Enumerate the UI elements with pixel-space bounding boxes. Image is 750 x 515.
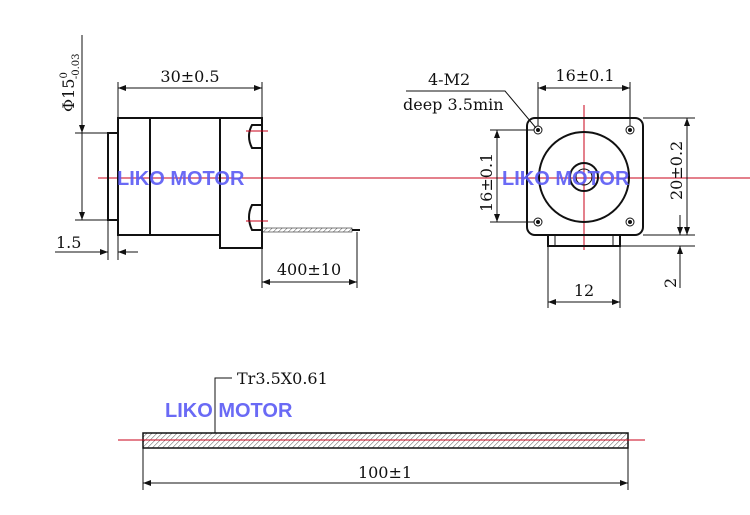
- hole-leader: [406, 90, 537, 129]
- motor-circle: [538, 131, 630, 223]
- connector: [547, 234, 621, 247]
- hole-label: 4-M2: [428, 70, 470, 89]
- boss-dim-label: 1.5: [56, 233, 81, 252]
- thread-label: Tr3.5X0.61: [237, 369, 328, 388]
- diameter-dim-label: Φ150-0.03: [59, 53, 82, 112]
- rear-slots: [248, 124, 262, 231]
- flange-dim-label: 20±0.2: [667, 141, 686, 200]
- connector-dim-label: 12: [574, 281, 594, 300]
- side-view: 30±0.5 Φ150-0.03 1.5 400±10 LIKO MOTOR: [55, 35, 462, 288]
- screw-length-label: 100±1: [358, 463, 412, 482]
- front-view: 16±0.1 16±0.1 20±0.2 2 12 4-M2 deep 3.5m…: [403, 66, 750, 308]
- watermark: LIKO MOTOR: [165, 400, 293, 422]
- connector-height-label: 2: [661, 278, 680, 288]
- watermark: LIKO MOTOR: [117, 168, 245, 190]
- watermark: LIKO MOTOR: [502, 168, 630, 190]
- hole-spacing-h-label: 16±0.1: [555, 66, 614, 85]
- thread-leader: [214, 377, 232, 433]
- rear-cap: [219, 117, 263, 249]
- hub: [569, 162, 599, 192]
- lead-dim-label: 400±10: [277, 260, 341, 279]
- lead-wire: [261, 227, 353, 233]
- screw-view: Tr3.5X0.61 100±1 LIKO MOTOR: [118, 369, 645, 490]
- length-dim-label: 30±0.5: [160, 67, 219, 86]
- hole-depth-label: deep 3.5min: [403, 95, 504, 114]
- hole-spacing-v-label: 16±0.1: [477, 153, 496, 212]
